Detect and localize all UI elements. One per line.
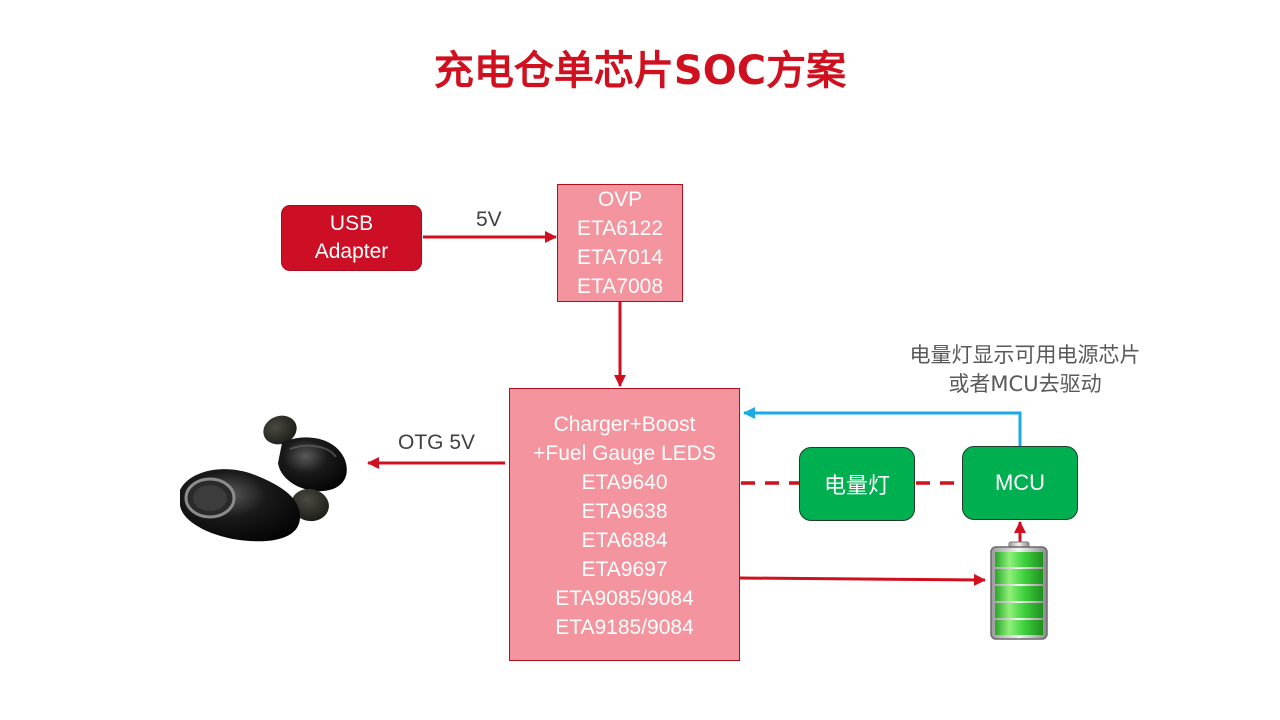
charger-line: ETA9185/9084 — [555, 616, 694, 639]
arrow-mcu-to-charger — [743, 407, 1022, 446]
fuel-led-label: 电量灯 — [823, 474, 890, 499]
usb-adapter-line: Adapter — [314, 240, 389, 263]
ovp-line: ETA7008 — [577, 275, 663, 298]
charger-line: ETA6884 — [581, 529, 668, 552]
charger-line: ETA9697 — [581, 558, 668, 581]
page-title: 充电仓单芯片SOC方案 — [433, 48, 847, 94]
usb-adapter-line: USB — [329, 212, 374, 235]
charger-line: ETA9638 — [581, 500, 668, 523]
arrow-charger-to-battery — [739, 573, 986, 586]
edge-label-otg-5v: OTG 5V — [398, 431, 476, 454]
charger-line: Charger+Boost — [553, 413, 696, 436]
usb-adapter-node: USB Adapter — [281, 205, 422, 271]
charger-line: ETA9085/9084 — [555, 587, 694, 610]
edge-label-5v: 5V — [476, 208, 502, 231]
mcu-node: MCU — [962, 446, 1078, 520]
ovp-line: OVP — [597, 188, 643, 211]
battery-full-icon — [990, 541, 1048, 640]
charger-line: ETA9640 — [581, 471, 668, 494]
fuel-led-node: 电量灯 — [799, 447, 915, 521]
earbuds-image — [180, 415, 347, 542]
ovp-line: ETA6122 — [577, 217, 663, 240]
led-driver-note: 电量灯显示可用电源芯片 或者MCU去驱动 — [880, 341, 1170, 399]
charger-boost-node: Charger+Boost +Fuel Gauge LEDS ETA9640 E… — [509, 388, 740, 661]
ovp-node: OVP ETA6122 ETA7014 ETA7008 — [557, 184, 683, 302]
note-line: 或者MCU去驱动 — [948, 372, 1102, 396]
charger-line: +Fuel Gauge LEDS — [533, 442, 716, 465]
mcu-label: MCU — [994, 470, 1046, 495]
note-line: 电量灯显示可用电源芯片 — [909, 343, 1141, 367]
ovp-line: ETA7014 — [577, 246, 663, 269]
